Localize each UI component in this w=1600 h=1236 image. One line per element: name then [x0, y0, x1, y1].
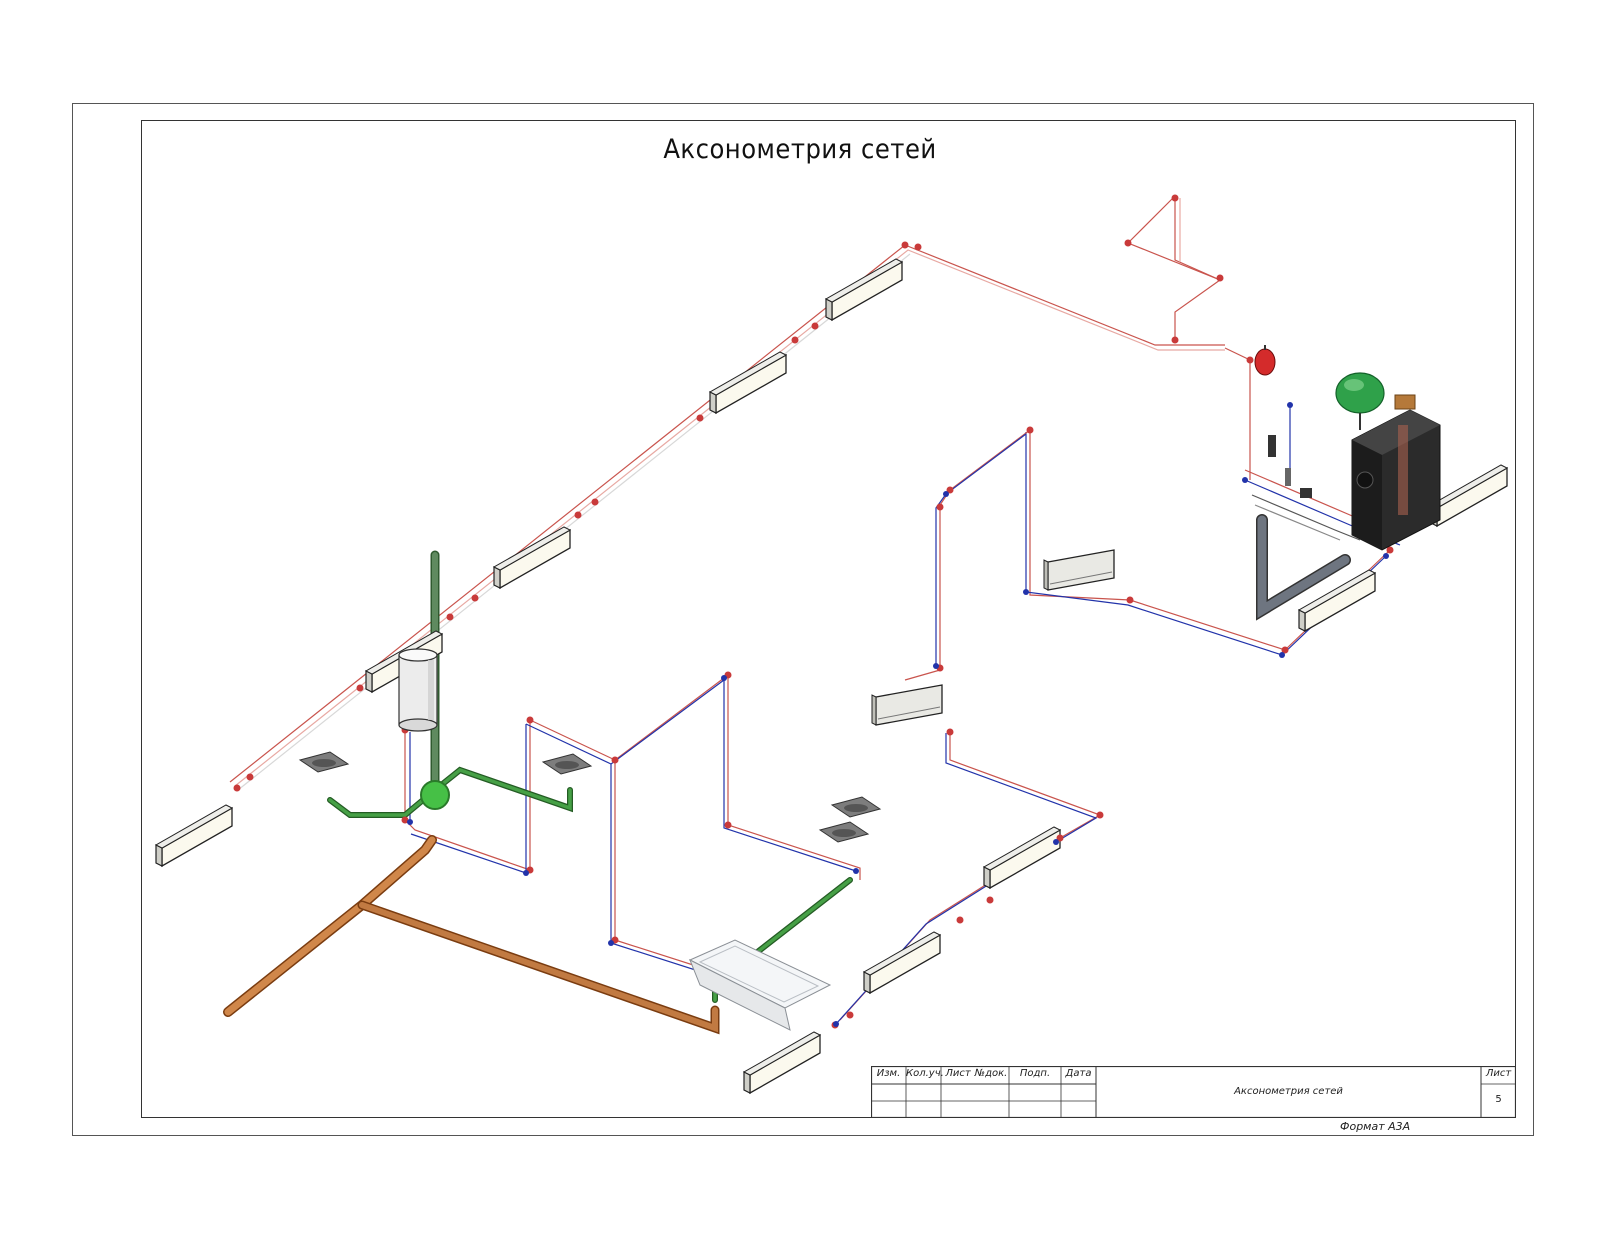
title-block [871, 1066, 1516, 1118]
centre-loops [404, 674, 861, 984]
outer-frame [72, 103, 1534, 1136]
sewer-branches [327, 550, 853, 1003]
vent-loop [1126, 195, 1222, 340]
sewer-main [223, 835, 720, 1035]
inner-frame [141, 120, 1516, 1118]
boiler-icon [1351, 394, 1441, 551]
stamp-header-list: Лист [945, 1068, 971, 1079]
safety-tank-icon [1254, 345, 1276, 376]
stamp-drawing-name: Аксонометрия сетей [1234, 1086, 1343, 1097]
radiator-icon [1043, 549, 1115, 591]
expansion-tank-icon [1335, 372, 1385, 430]
stamp-header-doc: №док. [974, 1068, 1008, 1079]
stamp-sheet-label: Лист [1485, 1068, 1512, 1079]
stamp-header-data: Дата [1065, 1068, 1092, 1079]
radiator-icon [983, 826, 1061, 889]
radiator-icon [743, 1031, 821, 1094]
stamp-header-izm: Изм. [876, 1068, 901, 1079]
title-block-text: Изм. Кол.уч. Лист №док. Подп. Дата Аксон… [871, 1066, 1516, 1118]
radiator-icon [1430, 464, 1508, 527]
radiator-icon [493, 526, 571, 589]
sink-icon [542, 753, 592, 775]
radiator-icon [871, 684, 943, 726]
right-lower-loop [904, 429, 1391, 681]
radiator-icon [863, 931, 941, 994]
sink-icon [299, 751, 349, 773]
radiator-icon [825, 258, 903, 321]
grey-return-pipe [1256, 514, 1351, 621]
middle-right-run [835, 730, 1102, 1025]
stamp-sheet-number: 5 [1495, 1094, 1502, 1105]
heating-supply-line [229, 244, 1225, 791]
radiator-icon [709, 351, 787, 414]
sink-icon [831, 796, 881, 818]
bathtub-icon [688, 939, 832, 1031]
water-heater-icon [398, 648, 438, 732]
format-label: Формат А3А [1340, 1120, 1411, 1133]
drawing-title: Аксонометрия сетей [663, 134, 937, 165]
radiator-icon [155, 804, 233, 867]
sink-icon [819, 821, 869, 843]
stamp-header-kol: Кол.уч. [906, 1068, 944, 1079]
stamp-header-podp: Подп. [1019, 1068, 1051, 1079]
boiler-manifold [1251, 435, 1361, 541]
